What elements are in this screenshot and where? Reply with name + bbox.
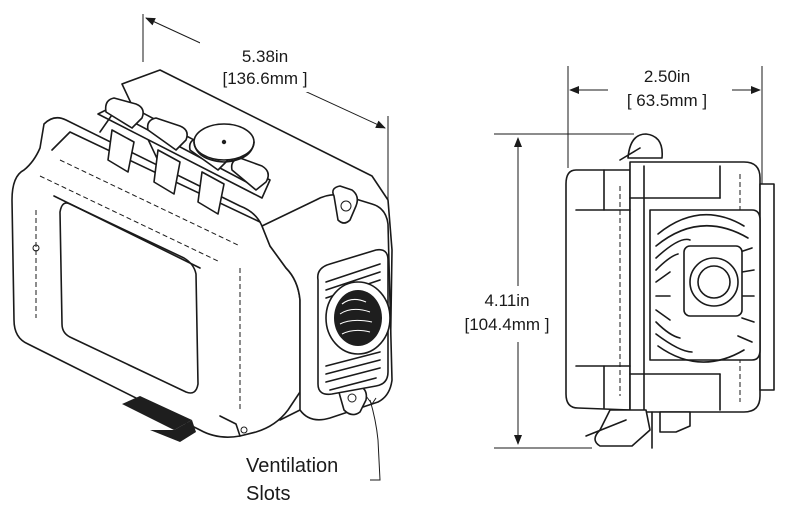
length-in-label: 5.38in [242,47,288,66]
ventilation-label-line2: Slots [246,483,290,505]
side-hub-icon [683,245,743,317]
depth-mm-label: [ 63.5mm ] [627,91,707,110]
height-mm-label: [104.4mm ] [464,315,549,334]
side-vent-slots [655,214,755,363]
ventilation-label-line1: Ventilation [246,455,338,477]
height-in-label: 4.11in [484,291,529,310]
conduit-hub-icon [325,281,391,355]
depth-in-label: 2.50in [644,67,690,86]
callout-leader [369,399,381,481]
mounting-tab [122,396,192,430]
isometric-view [11,14,393,442]
ventilation-slots [325,263,381,391]
length-mm-label: [136.6mm ] [222,69,307,88]
side-view [448,62,775,449]
